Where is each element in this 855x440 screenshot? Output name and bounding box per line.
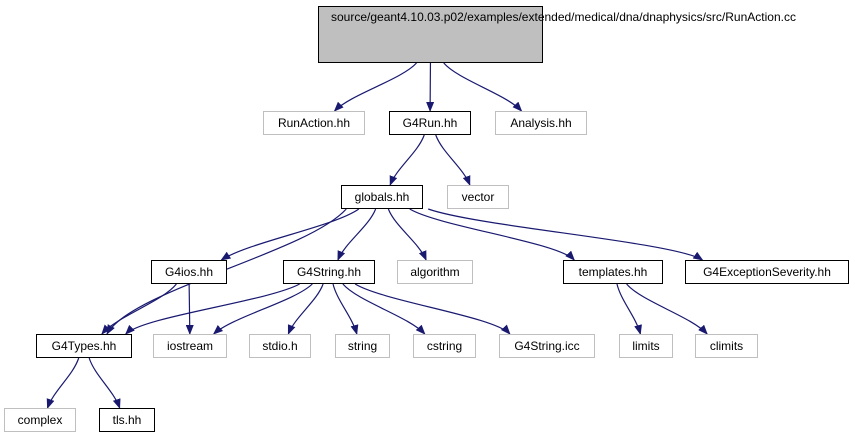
edge-g4string_hh-to-stdio_h: [287, 283, 324, 335]
node-runaction-cc[interactable]: source/geant4.10.03.p02 /examples/extend…: [318, 6, 796, 63]
edge-globals_hh-to-g4ios_hh: [220, 208, 360, 261]
node-g4string-icc[interactable]: G4String.icc: [499, 334, 595, 358]
edge-g4string_hh-to-g4types_hh: [125, 283, 300, 335]
edge-g4string_hh-to-iostream: [212, 283, 313, 335]
node-g4exceptionseverity-hh[interactable]: G4ExceptionSeverity.hh: [685, 260, 849, 284]
node-runaction-hh[interactable]: RunAction.hh: [263, 111, 365, 135]
node-stdio-h[interactable]: stdio.h: [249, 334, 311, 358]
edge-g4string_hh-to-g4string_icc: [354, 283, 511, 335]
edge-g4ios_hh-to-g4types_hh: [101, 283, 177, 335]
edge-g4types_hh-to-complex: [46, 357, 80, 409]
edge-g4run_hh-to-vector: [435, 134, 471, 186]
node-string[interactable]: string: [335, 334, 390, 358]
edge-g4ios_hh-to-iostream: [185, 283, 194, 335]
node-complex[interactable]: complex: [4, 408, 76, 432]
node-templates-hh[interactable]: templates.hh: [563, 260, 663, 284]
node-g4string-hh[interactable]: G4String.hh: [283, 260, 375, 284]
edge-templates_hh-to-limits: [616, 283, 642, 335]
root-label-line-1: source/geant4.10.03.p02: [331, 10, 464, 24]
root-label-line-3: /dna/dnaphysics/src/RunAction.cc: [615, 10, 796, 24]
node-g4run-hh[interactable]: G4Run.hh: [389, 111, 471, 135]
edge-globals_hh-to-templates_hh: [409, 208, 575, 261]
node-g4types-hh[interactable]: G4Types.hh: [36, 334, 132, 358]
edge-globals_hh-to-algorithm: [387, 208, 427, 261]
root-label-line-2: /examples/extended/medical: [463, 10, 616, 24]
edge-templates_hh-to-climits: [626, 283, 708, 335]
node-cstring[interactable]: cstring: [413, 334, 476, 358]
node-iostream[interactable]: iostream: [153, 334, 227, 358]
node-vector[interactable]: vector: [447, 185, 509, 209]
node-limits[interactable]: limits: [619, 334, 673, 358]
edge-globals_hh-to-g4string_hh: [337, 208, 377, 261]
node-tls-hh[interactable]: tls.hh: [99, 408, 155, 432]
edge-g4types_hh-to-tls_hh: [88, 357, 121, 409]
edge-g4string_hh-to-string: [332, 283, 359, 335]
node-analysis-hh[interactable]: Analysis.hh: [495, 111, 587, 135]
edge-globals_hh-to-g4exceptionseverity_hh: [428, 208, 704, 261]
edge-runaction_cc-to-runaction_hh: [333, 62, 417, 112]
node-g4ios-hh[interactable]: G4ios.hh: [151, 260, 227, 284]
edge-runaction_cc-to-analysis_hh: [443, 62, 523, 112]
node-climits[interactable]: climits: [695, 334, 758, 358]
edge-g4run_hh-to-globals_hh: [389, 134, 425, 186]
edge-g4string_hh-to-cstring: [342, 283, 426, 335]
node-globals-hh[interactable]: globals.hh: [341, 185, 423, 209]
node-algorithm[interactable]: algorithm: [397, 260, 473, 284]
